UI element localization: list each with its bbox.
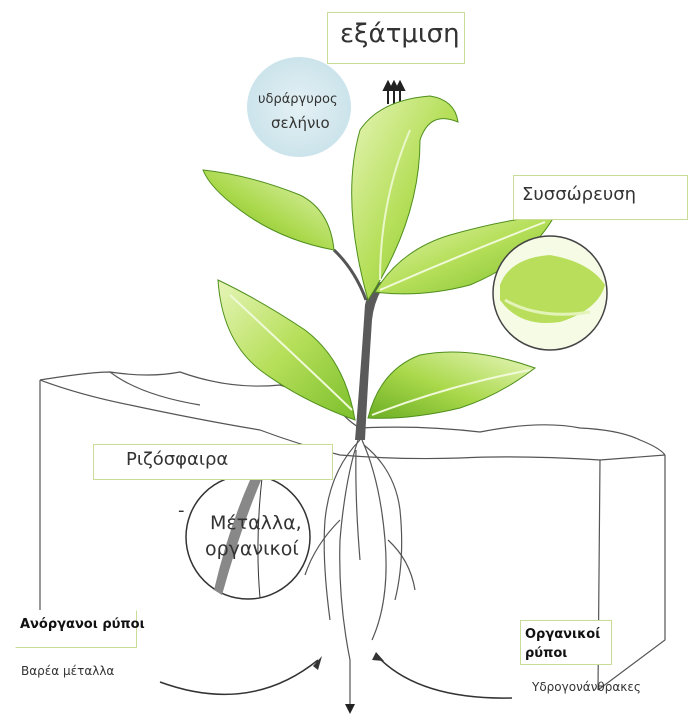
- leaves: [203, 96, 555, 420]
- inorganic-inflow-arrow: [160, 660, 318, 694]
- accumulation-label: Συσσώρευση: [513, 175, 688, 220]
- organic-inflow-arrow: [378, 657, 512, 698]
- accumulation-zoom: [493, 236, 607, 350]
- leaf-lower-left: [218, 280, 355, 420]
- inorganic-pollutants-label: Ανόργανοι ρύποι: [15, 610, 137, 648]
- leaf-upper-left: [203, 170, 334, 250]
- minus-sign: -: [178, 500, 185, 521]
- down-arrow: [345, 704, 355, 714]
- selenium-label: σελήνιο: [271, 114, 330, 132]
- organic-pollutants-label: Οργανικοί ρύποι: [520, 620, 612, 665]
- evaporation-arrows: [384, 82, 404, 104]
- metals-label-line2: οργανικοί: [205, 538, 299, 560]
- leaf-lower-right: [368, 352, 535, 418]
- rhizosphere-label: Ριζόσφαιρα: [93, 444, 333, 480]
- evaporation-label: εξάτμιση: [327, 12, 465, 64]
- root-zoom: [186, 475, 310, 599]
- metals-label-line1: Μέταλλα,: [210, 512, 302, 534]
- hydrocarbons-label: Υδρογονάνθρακες: [532, 680, 641, 694]
- mercury-label: υδράργυρος: [258, 92, 338, 107]
- heavy-metals-label: Βαρέα μέταλλα: [21, 664, 114, 678]
- mercury-selenium-bubble: [247, 57, 351, 157]
